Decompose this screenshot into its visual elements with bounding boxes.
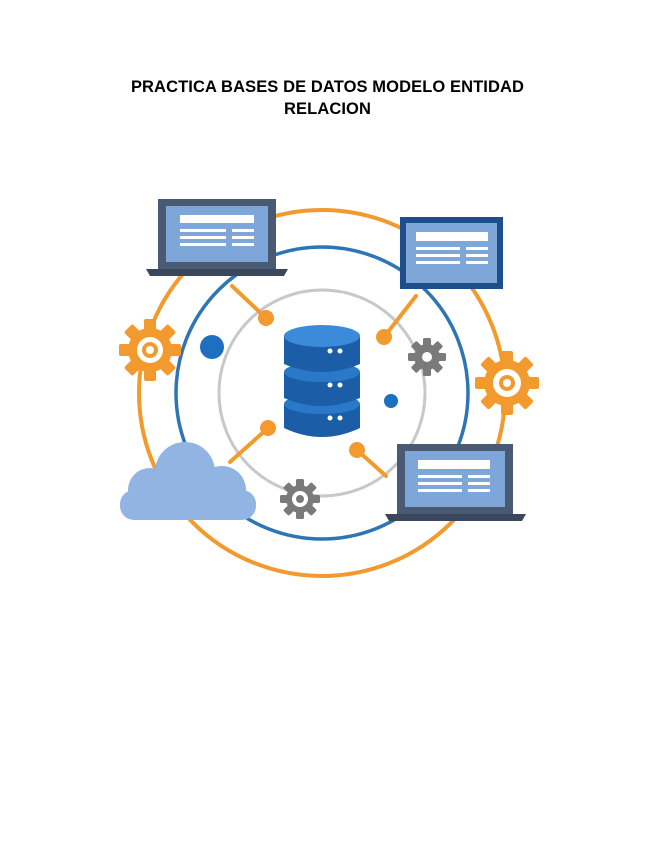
connector-dot bbox=[349, 442, 365, 458]
connector-dot bbox=[260, 420, 276, 436]
cloud-icon bbox=[120, 442, 256, 520]
title-line-2: RELACION bbox=[284, 100, 371, 118]
page-title: PRACTICA BASES DE DATOS MODELO ENTIDAD R… bbox=[100, 76, 555, 120]
blue-ring bbox=[174, 245, 470, 541]
title-line-1: PRACTICA BASES DE DATOS MODELO ENTIDAD bbox=[130, 78, 525, 96]
gear-icon bbox=[119, 319, 181, 381]
gear-icon bbox=[408, 338, 446, 376]
connector-dot bbox=[376, 329, 392, 345]
laptop-icon bbox=[385, 444, 526, 521]
blue-dot-large bbox=[200, 335, 224, 359]
gear-icon bbox=[280, 479, 320, 519]
connector-dot bbox=[258, 310, 274, 326]
database-network-illustration bbox=[119, 199, 539, 578]
grey-ring bbox=[217, 288, 427, 498]
blue-dot-small bbox=[384, 394, 398, 408]
gear-icon bbox=[475, 351, 539, 415]
monitor-icon bbox=[400, 217, 503, 289]
database-icon bbox=[284, 325, 360, 437]
laptop-icon bbox=[146, 199, 288, 276]
